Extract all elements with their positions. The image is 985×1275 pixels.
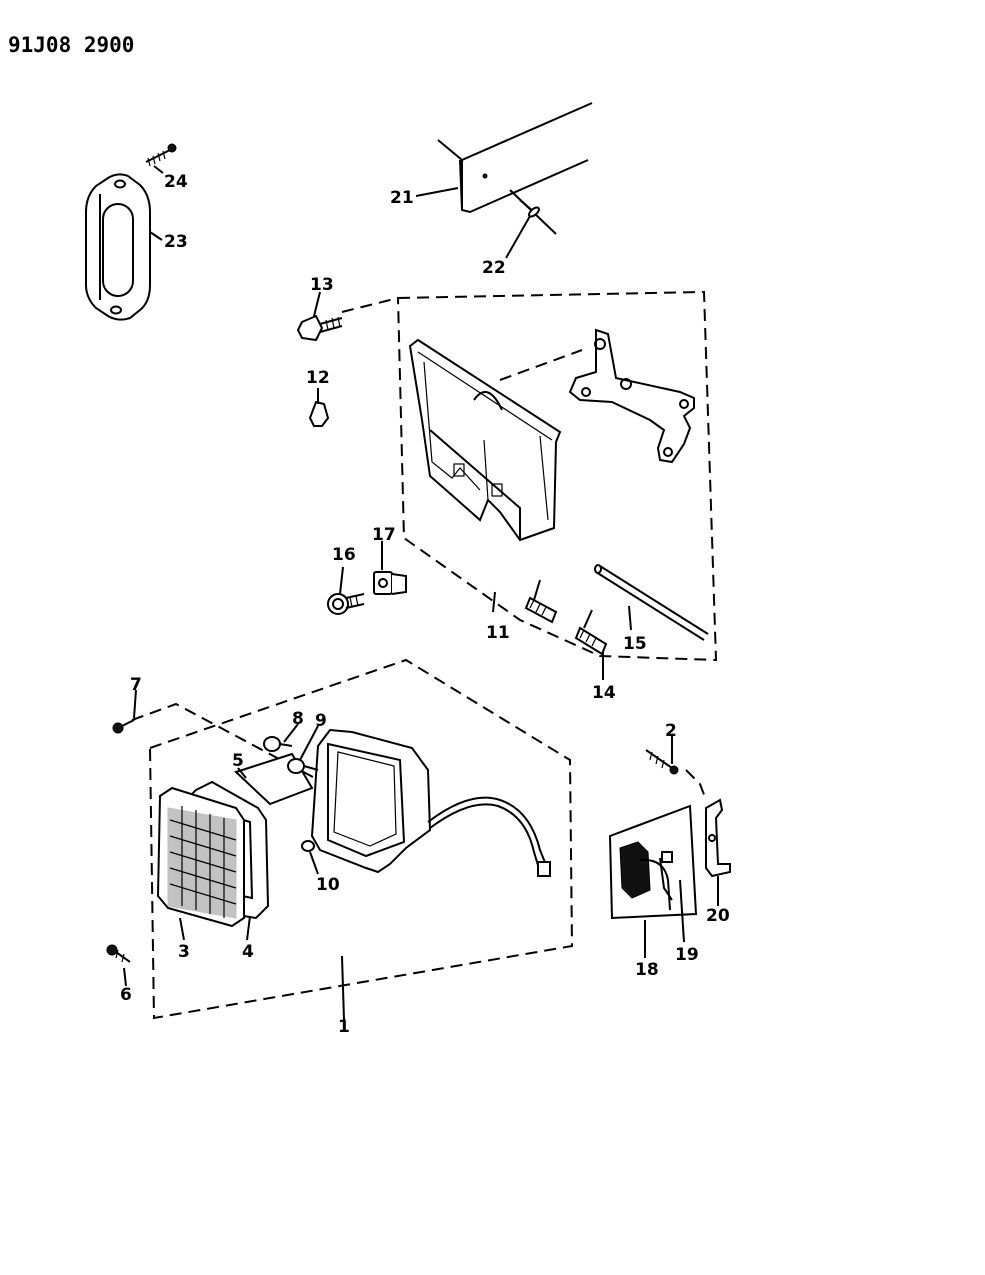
leader-lines: [123, 165, 719, 1021]
callout-9: 9: [315, 711, 327, 731]
callout-15: 15: [623, 634, 647, 654]
callout-14: 14: [592, 683, 616, 703]
callout-2: 2: [665, 721, 677, 741]
rod-15: [594, 564, 709, 641]
callout-6: 6: [120, 985, 132, 1005]
callout-11: 11: [486, 623, 510, 643]
callout-labels: 1 2 3 4 5 6 7 8 9 10 11 12 13 14 15 16 1…: [120, 172, 730, 1037]
spring-14a: [524, 579, 558, 624]
callout-8: 8: [292, 709, 304, 729]
callout-4: 4: [242, 942, 254, 962]
callout-5: 5: [232, 751, 244, 771]
callout-13: 13: [310, 275, 334, 295]
callout-21: 21: [390, 188, 414, 208]
screw-16: [327, 593, 365, 615]
callout-17: 17: [372, 525, 396, 545]
license-lamp-assembly-18: [608, 804, 698, 920]
rivet-22: [509, 189, 557, 235]
screw-6: [106, 944, 131, 963]
callout-12: 12: [306, 368, 330, 388]
callout-16: 16: [332, 545, 356, 565]
clip-12: [308, 400, 330, 427]
tail-lamp-assembly-1: [131, 658, 574, 1020]
nut-clip-17: [373, 571, 407, 595]
callout-24: 24: [164, 172, 188, 192]
bracket-assembly-11: [341, 290, 718, 662]
callout-7: 7: [130, 675, 142, 695]
callout-18: 18: [635, 960, 659, 980]
screw-2: [645, 749, 679, 775]
callout-23: 23: [164, 232, 188, 252]
screw-7: [112, 719, 135, 734]
screw-24: [145, 143, 177, 167]
callout-20: 20: [706, 906, 730, 926]
bolt-13: [296, 314, 343, 342]
callout-10: 10: [316, 875, 340, 895]
callout-19: 19: [675, 945, 699, 965]
callout-3: 3: [178, 942, 190, 962]
drawing-code: 91J08 2900: [8, 33, 134, 57]
spring-14b: [574, 609, 608, 656]
callout-22: 22: [482, 258, 506, 278]
callout-1: 1: [338, 1017, 350, 1037]
bracket-20: [685, 769, 731, 878]
gasket-plate: [85, 173, 151, 321]
panel-21: [437, 102, 593, 214]
